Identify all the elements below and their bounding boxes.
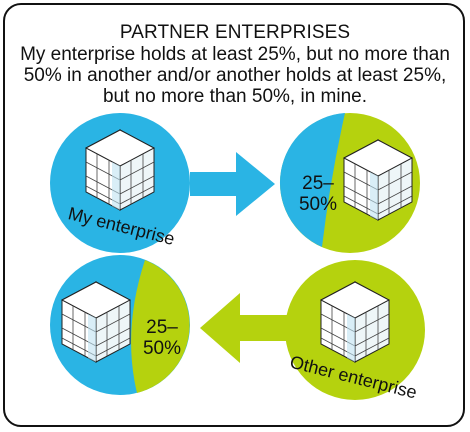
top-right-share-segment — [279, 113, 345, 247]
arrow-right-icon — [190, 152, 275, 216]
bottom-left-share-segment — [131, 260, 190, 393]
arrow-left-icon — [200, 293, 290, 363]
my-enterprise-node: My enterprise — [50, 113, 190, 253]
bottom-left-share-line2: 50% — [143, 338, 181, 359]
other-enterprise-node: Other enterprise — [285, 260, 425, 403]
bottom-left-node: 25– 50% — [50, 255, 190, 395]
bottom-left-share-line1: 25– — [146, 317, 178, 338]
diagram-description: My enterprise holds at least 25%, but no… — [20, 44, 450, 107]
top-right-share-line1: 25– — [302, 173, 334, 194]
top-right-node: 25– 50% — [279, 113, 420, 253]
top-right-share-line2: 50% — [299, 194, 337, 215]
diagram-title: PARTNER ENTERPRISES — [119, 22, 351, 43]
